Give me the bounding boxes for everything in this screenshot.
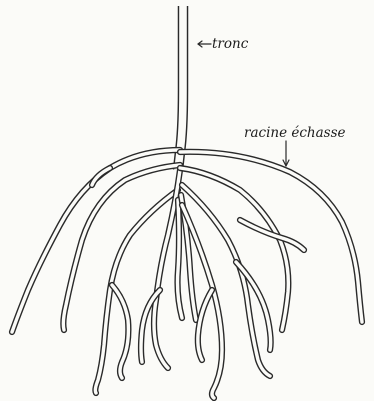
trunk-label: tronc (212, 36, 249, 52)
label-pointers (198, 41, 289, 166)
stilt-root-label: racine échasse (244, 125, 346, 141)
trunk (178, 4, 183, 170)
root-system (12, 150, 362, 398)
